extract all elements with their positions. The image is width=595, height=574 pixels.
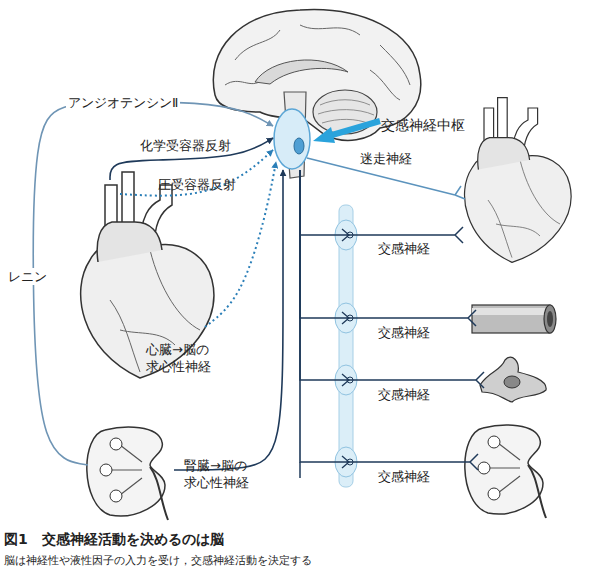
- brain-illustration: [225, 25, 410, 100]
- cell-illustration: [480, 357, 546, 402]
- edge-label: 化学受容器反射: [140, 137, 231, 154]
- kidney-node: [470, 425, 550, 517]
- edge-label: 交感神経: [378, 468, 430, 485]
- edge-label: アンジオテンシンⅡ: [66, 94, 180, 111]
- heart-illustration: [465, 98, 572, 263]
- cell-illustration: [480, 357, 546, 402]
- nerve-ending: [455, 186, 465, 199]
- edge-label: 交感神経: [378, 386, 430, 403]
- pointer-arrow: [313, 127, 335, 143]
- nerve-ending: [455, 186, 465, 199]
- ganglion-chain: [342, 229, 349, 468]
- ganglion-chain: [335, 205, 357, 487]
- kidney-illustration: [465, 425, 546, 518]
- kidney-illustration: [465, 425, 546, 518]
- ganglion-chain: [335, 447, 357, 477]
- edge-label: 心臓→脳の 求心性神経: [146, 341, 222, 375]
- vessel-node: [468, 303, 556, 335]
- nucleus-ellipse: [294, 138, 304, 154]
- hormone-label: レニン: [6, 268, 49, 285]
- node-label: 交感神経中枢: [381, 117, 465, 134]
- kidney-node: [88, 425, 174, 517]
- edge-label: 交感神経: [378, 324, 430, 341]
- heart-node: [455, 165, 570, 290]
- nerve-ending: [470, 454, 478, 470]
- nerve-ending: [468, 310, 476, 326]
- brain-illustration: [213, 10, 420, 178]
- cell-node: [476, 356, 552, 404]
- edge-label: 交感神経: [378, 240, 430, 257]
- nerve-connector: [300, 170, 468, 318]
- kidney-illustration: [87, 427, 168, 520]
- pointer-arrow: [313, 121, 380, 143]
- nerve-connector: [110, 138, 273, 180]
- nerve-connector: [120, 150, 273, 196]
- nerve-ending: [476, 372, 484, 388]
- ganglion-chain: [347, 232, 353, 238]
- nerve-connector: [300, 170, 455, 235]
- heart-illustration: [465, 98, 572, 263]
- vessel-illustration: [472, 308, 550, 315]
- brain-illustration: [318, 100, 374, 124]
- nerve-center: 交感神経中枢: [273, 108, 311, 170]
- center-ellipse: [274, 109, 310, 169]
- edge-label: 圧受容器反射: [158, 176, 236, 193]
- nerve-connector: [300, 170, 470, 462]
- figure-title: 図1 交感神経活動を決めるのは脳: [4, 531, 224, 548]
- nerve-ending: [455, 227, 463, 243]
- nerve-ending: [299, 462, 301, 478]
- nerve-connector: [174, 170, 283, 470]
- ganglion-chain: [347, 315, 353, 321]
- nerve-connector: [33, 102, 273, 465]
- nerve-connector: [300, 170, 476, 380]
- center-outline: [273, 108, 311, 170]
- pointer-arrow: [332, 121, 380, 135]
- ganglion-chain: [335, 220, 357, 250]
- ganglion-chain: [335, 365, 357, 395]
- cell-illustration: [504, 376, 520, 388]
- vessel-illustration: [547, 311, 553, 327]
- vessel-illustration: [544, 305, 556, 333]
- vessel-illustration: [472, 305, 550, 333]
- brain-illustration: [255, 60, 348, 84]
- ganglion-chain: [347, 459, 353, 465]
- figure-caption: 脳は神経性や液性因子の入力を受け，交感神経活動を決定する: [4, 552, 312, 569]
- edge-label: 迷走神経: [360, 150, 412, 167]
- ganglion-chain: [335, 303, 357, 333]
- edge-label: 腎臓→脳の 求心性神経: [184, 457, 260, 491]
- vessel-illustration: [472, 305, 556, 333]
- kidney-illustration: [87, 427, 168, 520]
- nerve-ending: [300, 227, 484, 478]
- ganglion-chain: [347, 377, 353, 383]
